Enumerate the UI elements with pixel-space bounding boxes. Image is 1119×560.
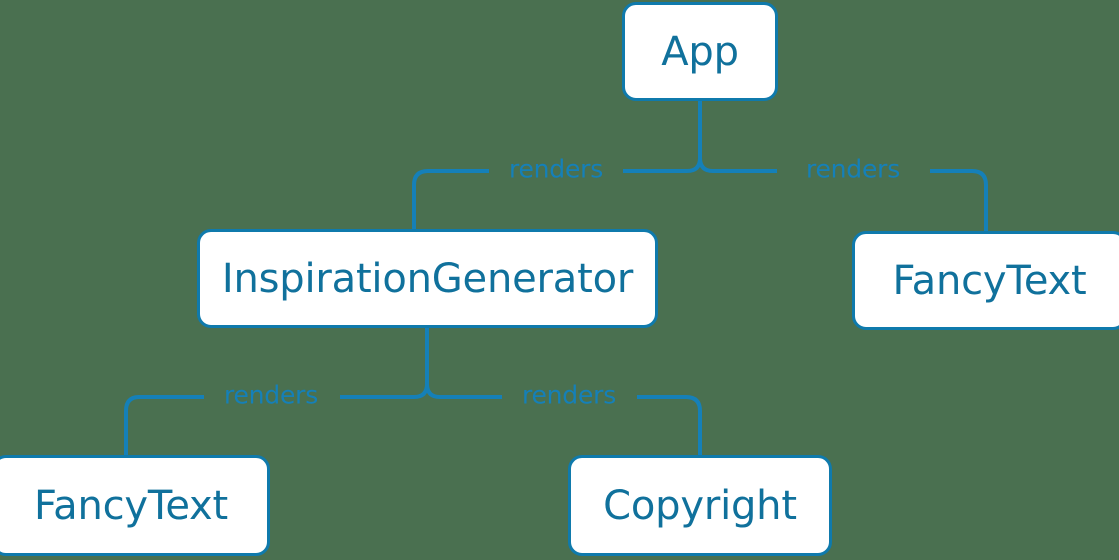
edge-label-app-to-inspiration-generator: renders <box>508 154 604 184</box>
edge-app-to-inspiration-generator-line-2 <box>412 169 489 229</box>
edge-label-inspiration-generator-to-copyright: renders <box>521 380 617 410</box>
edge-app-to-fancytext-right-line <box>698 157 777 173</box>
node-fancytext-right-label: FancyText <box>892 257 1087 304</box>
edge-ig-to-fancytext-left-line <box>340 383 429 399</box>
edge-ig-to-copyright-line-2 <box>637 395 702 455</box>
node-fancytext-left[interactable]: FancyText <box>0 455 270 556</box>
node-fancytext-left-label: FancyText <box>34 482 228 529</box>
edge-app-to-fancytext-right-line-2 <box>930 169 988 231</box>
edge-label-inspiration-generator-to-fancytext-left: renders <box>223 380 319 410</box>
node-app-label: App <box>661 28 739 75</box>
node-inspiration-generator[interactable]: InspirationGenerator <box>197 229 658 328</box>
edge-label-app-to-fancytext-right: renders <box>805 154 901 184</box>
node-copyright-label: Copyright <box>603 482 797 529</box>
edge-app-to-inspiration-generator-line <box>623 157 702 173</box>
node-app[interactable]: App <box>622 2 778 101</box>
node-inspiration-generator-label: InspirationGenerator <box>221 255 634 302</box>
edge-ig-to-fancytext-left-line-2 <box>124 395 204 455</box>
edge-ig-to-copyright-line <box>425 383 502 399</box>
node-fancytext-right[interactable]: FancyText <box>852 231 1119 330</box>
node-copyright[interactable]: Copyright <box>568 455 832 556</box>
